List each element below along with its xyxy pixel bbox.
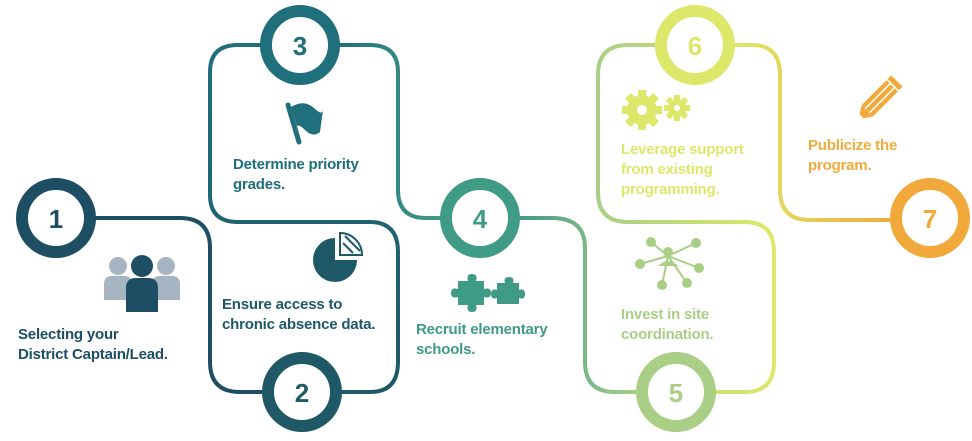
track-2-3 bbox=[208, 43, 400, 394]
step-6-badge: 6 bbox=[655, 5, 735, 85]
step-2-badge: 2 bbox=[262, 352, 342, 432]
pencil-icon bbox=[858, 75, 903, 120]
process-track bbox=[53, 43, 897, 394]
people-icon bbox=[104, 255, 180, 312]
track-5-6 bbox=[596, 43, 776, 394]
step-7-number: 7 bbox=[923, 204, 937, 234]
gears-icon bbox=[622, 90, 690, 130]
step-3-number: 3 bbox=[293, 31, 307, 61]
step-7-badge: 7 bbox=[890, 178, 970, 258]
track-1-2 bbox=[53, 216, 267, 394]
step-4-badge: 4 bbox=[440, 178, 520, 258]
step-1-number: 1 bbox=[49, 204, 63, 234]
track-4-5 bbox=[518, 216, 640, 394]
puzzle-icon bbox=[451, 274, 525, 312]
track-3-4 bbox=[334, 43, 442, 220]
step-4-label: Recruit elementary schools. bbox=[416, 321, 548, 358]
pie-chart-icon bbox=[313, 231, 364, 282]
step-1-label: Selecting your District Captain/Lead. bbox=[18, 326, 168, 363]
step-3-badge: 3 bbox=[260, 5, 340, 85]
step-4-number: 4 bbox=[473, 204, 488, 234]
network-icon bbox=[635, 237, 704, 290]
step-2-number: 2 bbox=[295, 378, 309, 408]
step-3-label: Determine priority grades. bbox=[233, 156, 359, 193]
step-6-number: 6 bbox=[688, 31, 702, 61]
step-5-label: Invest in site coordination. bbox=[621, 306, 714, 343]
step-7-label: Publicize the program. bbox=[808, 137, 898, 174]
step-2-label: Ensure access to chronic absence data. bbox=[222, 296, 376, 333]
track-6-7 bbox=[733, 43, 897, 222]
step-5-badge: 5 bbox=[636, 352, 716, 432]
step-6-label: Leverage support from existing programmi… bbox=[621, 141, 744, 198]
step-1-badge: 1 bbox=[16, 178, 96, 258]
step-5-number: 5 bbox=[669, 378, 683, 408]
flag-icon bbox=[285, 102, 323, 145]
